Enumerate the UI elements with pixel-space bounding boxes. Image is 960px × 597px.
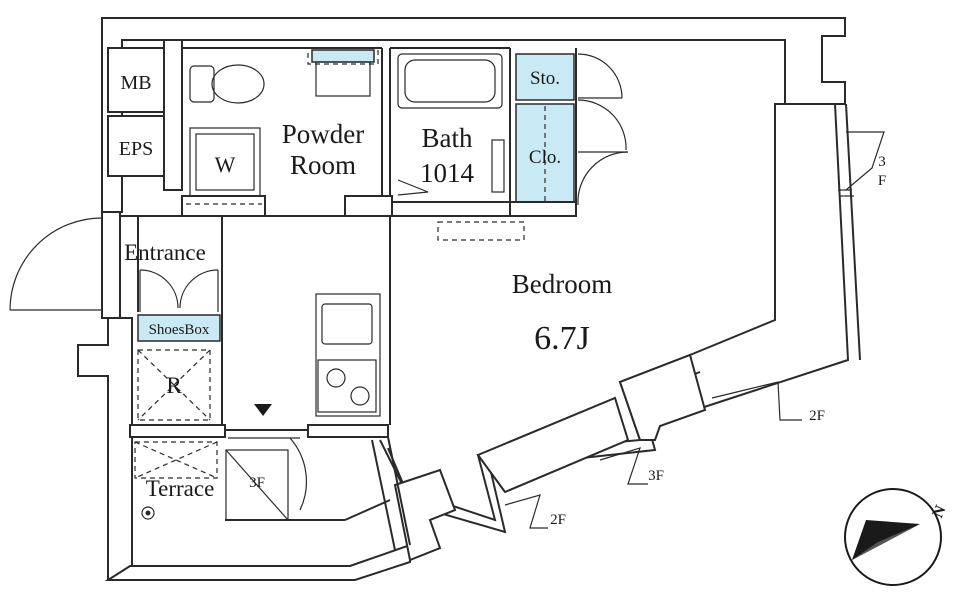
mb-eps-wall bbox=[163, 39, 183, 191]
terrace-label: Terrace bbox=[146, 476, 215, 501]
terrace-3f-label: 3F bbox=[249, 475, 265, 491]
washer-icon bbox=[186, 127, 262, 205]
refrigerator-label: R bbox=[166, 373, 182, 398]
entrance-area bbox=[9, 211, 391, 425]
kitchen-counter-icon bbox=[315, 293, 381, 417]
bath-label: Bath bbox=[422, 123, 473, 153]
bath-size-label: 1014 bbox=[420, 158, 475, 188]
eps-label: EPS bbox=[119, 138, 153, 160]
mb-label: MB bbox=[120, 72, 151, 94]
eps-closet bbox=[107, 115, 165, 177]
bedroom-wardrobe-dashed bbox=[437, 221, 525, 241]
entry-arrow-icon bbox=[254, 404, 272, 416]
bath bbox=[390, 47, 513, 217]
bedroom-east-wall bbox=[689, 40, 786, 356]
storage-label: Sto. bbox=[530, 68, 560, 89]
shoesbox-door-icon bbox=[139, 269, 219, 312]
outer-walls bbox=[77, 17, 861, 581]
bathtub-icon bbox=[397, 53, 503, 109]
level-markers bbox=[504, 131, 885, 529]
hatch-3f-icon bbox=[225, 437, 307, 521]
shower-bar-icon bbox=[491, 139, 505, 193]
compass-icon bbox=[844, 488, 942, 586]
toilet-icon bbox=[189, 64, 265, 104]
powder-room-label-2: Room bbox=[290, 150, 356, 180]
entrance-label: Entrance bbox=[124, 240, 206, 265]
closet-label: Clo. bbox=[529, 147, 561, 168]
bedroom-label: Bedroom bbox=[512, 269, 613, 299]
refrigerator-icon bbox=[137, 349, 211, 421]
right-3f-label-2: F bbox=[878, 173, 886, 189]
drain-icon bbox=[141, 506, 155, 520]
right-3f-label-1: 3 bbox=[878, 154, 886, 170]
labels: MB EPS Powder Room W Bath 1014 Sto. Clo.… bbox=[119, 68, 950, 528]
washbasin-icon bbox=[307, 47, 379, 97]
bottom-3f-label: 3F bbox=[648, 468, 664, 484]
shoesbox-label: ShoesBox bbox=[149, 322, 210, 338]
right-2f-label: 2F bbox=[809, 408, 825, 424]
south-diagonal-wall bbox=[379, 353, 707, 562]
bottom-2f-label: 2F bbox=[550, 512, 566, 528]
bedroom-size-label: 6.7J bbox=[534, 320, 590, 357]
closet-door-swings bbox=[577, 53, 629, 206]
entrance-door-icon bbox=[9, 217, 103, 311]
powder-room-label-1: Powder bbox=[282, 119, 365, 149]
washer-label: W bbox=[215, 152, 236, 177]
terrace bbox=[129, 424, 411, 551]
storage-closet bbox=[509, 48, 629, 217]
